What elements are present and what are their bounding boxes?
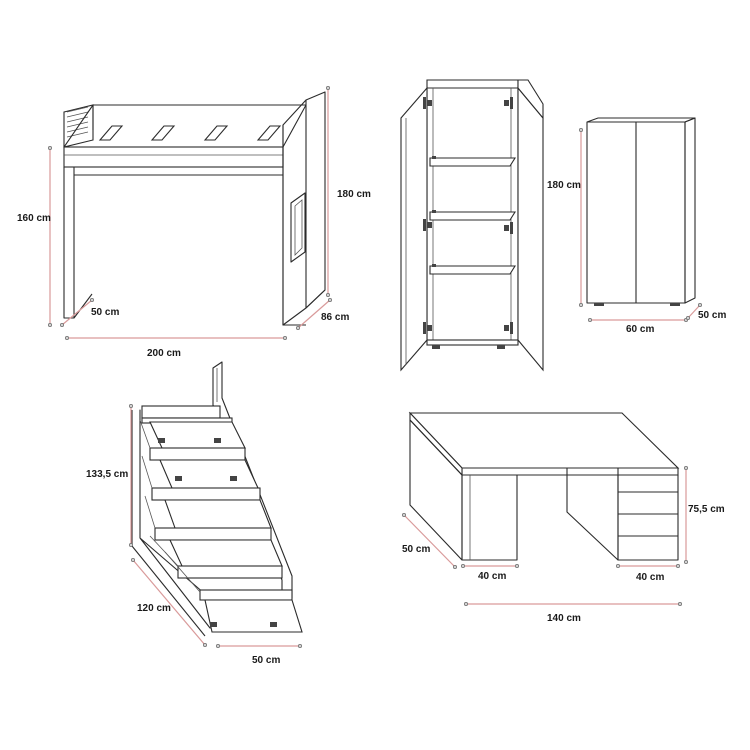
desk-left-cabinet-label: 40 cm <box>478 571 506 582</box>
desk-right-cabinet-label: 40 cm <box>636 572 664 583</box>
loft-bed-width-label: 200 cm <box>147 348 181 359</box>
desk-depth-label: 50 cm <box>402 544 430 555</box>
stairs-with-drawers <box>131 361 303 637</box>
desk-height-label: 75,5 cm <box>688 504 725 515</box>
loft-bed-height-label: 160 cm <box>17 213 51 224</box>
loft-bed-total-height-label: 180 cm <box>337 189 371 200</box>
open-wardrobe <box>400 79 544 372</box>
desk-dimensions <box>401 465 689 607</box>
stairs-length-label: 120 cm <box>137 603 171 614</box>
closed-wardrobe-width-label: 60 cm <box>626 324 654 335</box>
stairs-height-label: 133,5 cm <box>86 469 128 480</box>
desk <box>408 411 680 561</box>
loft-bed-rail-depth-label: 50 cm <box>91 307 119 318</box>
closed-wardrobe-height-label: 180 cm <box>547 180 581 191</box>
desk-width-label: 140 cm <box>547 613 581 624</box>
closed-wardrobe-depth-label: 50 cm <box>698 310 726 321</box>
loft-bed-dimensions <box>47 85 333 341</box>
closed-wardrobe-dimensions <box>578 127 703 323</box>
loft-bed <box>63 91 326 326</box>
stairs-width-label: 50 cm <box>252 655 280 666</box>
stairs-dimensions <box>128 403 303 649</box>
loft-bed-depth-label: 86 cm <box>321 312 349 323</box>
closed-wardrobe <box>586 117 696 306</box>
